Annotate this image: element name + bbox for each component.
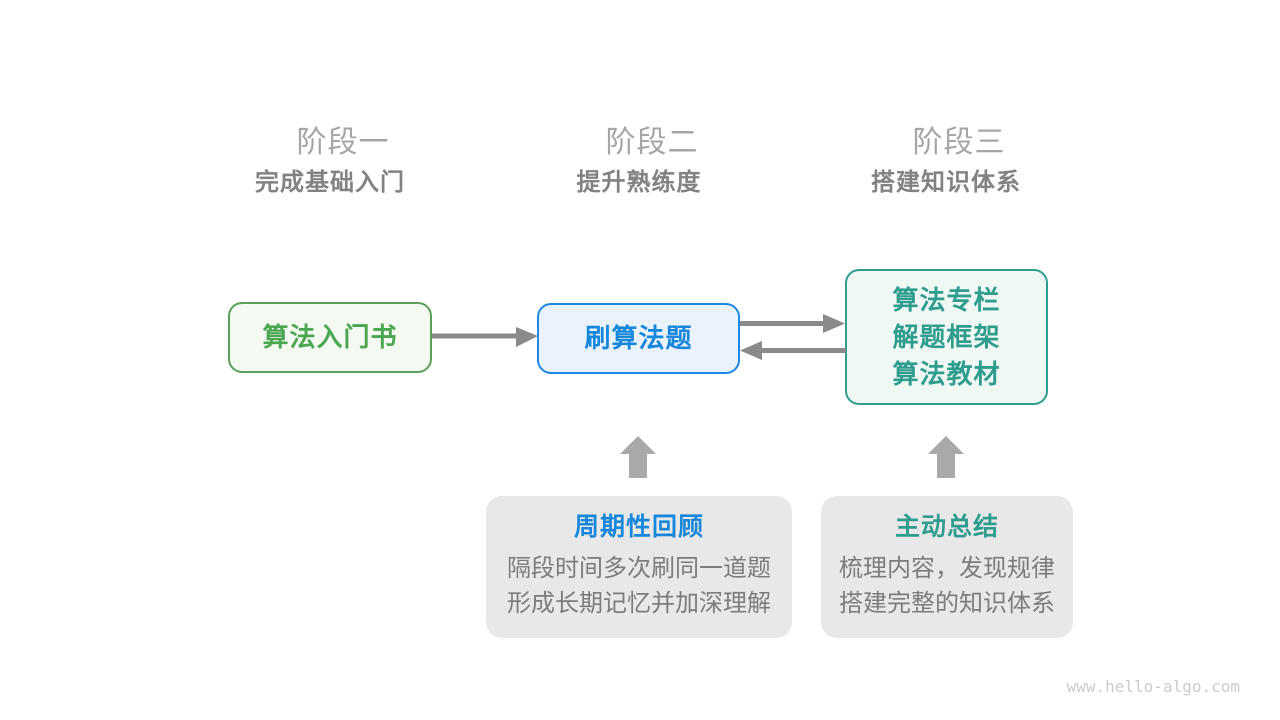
stage-2-label: 阶段二 <box>605 126 699 159</box>
stage-1-label: 阶段一 <box>296 126 390 159</box>
note-active-summary-title: 主动总结 <box>894 513 999 541</box>
stage-1-subtitle: 完成基础入门 <box>255 169 405 196</box>
node-practice-label: 刷算法题 <box>584 323 693 353</box>
note-periodic-review-title: 周期性回顾 <box>573 513 704 541</box>
node-intro-book-label: 算法入门书 <box>262 322 398 352</box>
stage-3-header: 阶段三 <box>796 126 1096 160</box>
node-intro-book: 算法入门书 <box>228 302 432 373</box>
node-advanced-line-2: 解题框架 <box>892 321 1001 352</box>
note-active-summary-body: 梳理内容，发现规律 搭建完整的知识体系 <box>821 551 1073 621</box>
node-advanced-line-1: 算法专栏 <box>892 284 1001 315</box>
note-active-summary: 主动总结 梳理内容，发现规律 搭建完整的知识体系 <box>821 496 1073 638</box>
block-arrow-review-up <box>620 436 656 478</box>
node-advanced-line-3: 算法教材 <box>892 358 1001 389</box>
note-active-summary-body-line-2: 搭建完整的知识体系 <box>839 590 1055 617</box>
arrow-intro-to-practice <box>432 327 538 347</box>
note-periodic-review-body-line-2: 形成长期记忆并加深理解 <box>507 590 771 617</box>
note-periodic-review-body: 隔段时间多次刷同一道题 形成长期记忆并加深理解 <box>486 551 792 621</box>
note-periodic-review-body-line-1: 隔段时间多次刷同一道题 <box>507 555 771 582</box>
node-advanced-resources: 算法专栏 解题框架 算法教材 <box>845 269 1048 405</box>
arrow-advanced-to-practice <box>740 341 846 360</box>
block-arrow-summary-up <box>928 436 964 478</box>
note-periodic-review: 周期性回顾 隔段时间多次刷同一道题 形成长期记忆并加深理解 <box>486 496 792 638</box>
stage-2-header: 阶段二 <box>489 126 789 160</box>
arrow-practice-to-advanced <box>740 314 845 333</box>
note-active-summary-body-line-1: 梳理内容，发现规律 <box>839 555 1055 582</box>
node-practice: 刷算法题 <box>537 303 740 374</box>
stage-3-label: 阶段三 <box>912 126 1006 159</box>
watermark-url: www.hello-algo.com <box>1066 677 1240 696</box>
stage-3-subtitle: 搭建知识体系 <box>871 169 1021 196</box>
stage-2-subtitle: 提升熟练度 <box>576 169 702 196</box>
stage-1-header: 阶段一 <box>180 126 480 160</box>
